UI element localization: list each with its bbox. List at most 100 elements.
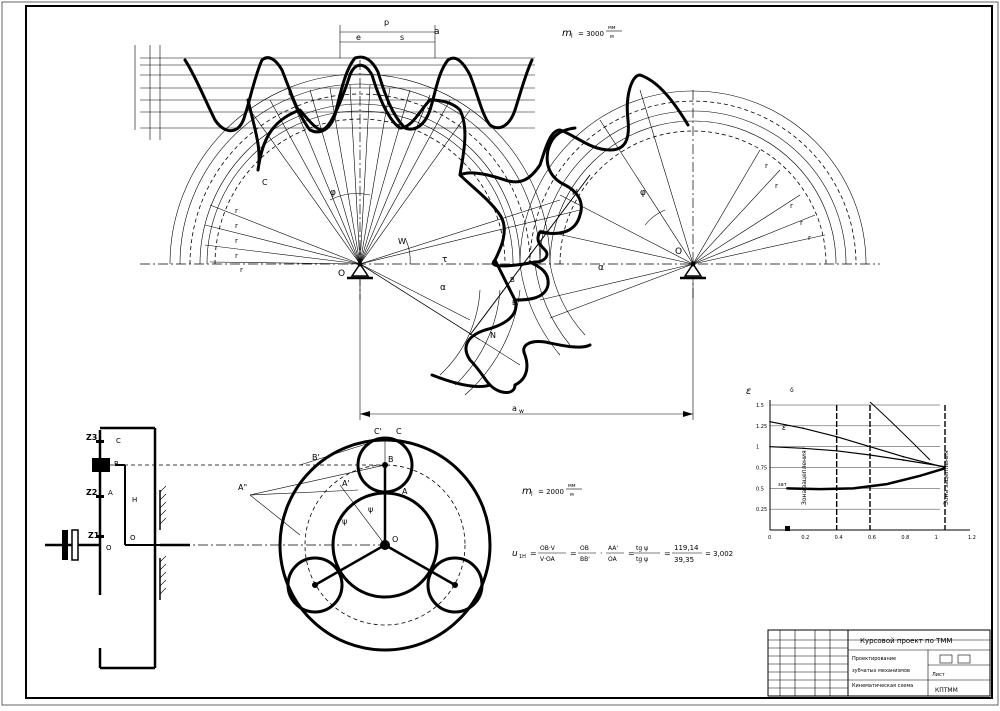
tooth-profile-2: [458, 173, 549, 268]
svg-text:Лист: Лист: [932, 672, 945, 678]
gear2-radials: [539, 89, 826, 319]
label-z2: Z2: [86, 488, 97, 497]
svg-text:= 3000: = 3000: [578, 30, 604, 38]
svg-text:B: B: [114, 460, 119, 468]
chart-series-line: [769, 446, 946, 468]
gear2-arc-5: [559, 130, 827, 265]
chart-decay-curve: [869, 401, 931, 461]
planetary-velocity-diagram: C' C B' B A' A A" O ψ ψ m l = 2000 мм м …: [238, 427, 733, 652]
chart-x-tick: 0.6: [868, 535, 876, 541]
chart-x-tick: 0.2: [801, 535, 809, 541]
svg-text:·: ·: [600, 549, 603, 558]
svg-text:r: r: [808, 234, 811, 242]
gear2-arc-4: [519, 90, 867, 265]
label-aw: a: [512, 404, 517, 413]
gear1-arc-1: [169, 73, 551, 265]
chart-y-tick: 0.75: [756, 466, 767, 472]
chart-point: [852, 487, 855, 490]
chart-x-tick: 0.8: [901, 535, 909, 541]
svg-text:A: A: [402, 487, 408, 496]
svg-text:l: l: [571, 33, 573, 40]
svg-text:r: r: [235, 252, 238, 260]
chart-point: [802, 427, 805, 430]
label-phi-b: φ: [640, 188, 646, 198]
gear2-arc-3: [529, 100, 857, 265]
chart-point: [944, 467, 946, 470]
label-w: W: [398, 237, 406, 246]
svg-text:B: B: [512, 299, 517, 307]
svg-text:C: C: [116, 437, 121, 445]
label-z3: Z3: [86, 433, 97, 442]
planet-3: [426, 556, 484, 614]
svg-text:B: B: [288, 89, 293, 97]
svg-text:C: C: [396, 427, 402, 436]
chart-side-label-left: Зона зацепления: [801, 450, 808, 505]
svg-text:H: H: [132, 496, 137, 504]
inner-frame: [25, 5, 993, 699]
svg-text:OB·V: OB·V: [540, 545, 556, 552]
svg-text:зaт: зaт: [778, 482, 787, 488]
chart-x-tick: 0: [768, 535, 771, 541]
label-o2: O: [675, 247, 682, 257]
svg-text:r: r: [235, 222, 238, 230]
svg-text:м: м: [570, 492, 574, 498]
label-z1: Z1: [88, 531, 100, 540]
label-o1: O: [338, 269, 345, 279]
rack-teeth: [183, 55, 534, 134]
svg-text:u: u: [512, 549, 518, 559]
svg-text:Проектирование: Проектирование: [852, 656, 896, 662]
svg-text:= 2000: = 2000: [538, 488, 564, 496]
svg-text:B': B': [312, 453, 320, 462]
svg-text:Кинематическая схема: Кинематическая схема: [852, 683, 913, 689]
svg-text:1H: 1H: [519, 554, 526, 560]
chart-ylabel-extra: δ: [790, 387, 794, 394]
tooth-profile-4: [538, 126, 583, 235]
svg-text:OB: OB: [580, 545, 589, 552]
chart-point: [885, 483, 888, 485]
svg-text:AA': AA': [608, 545, 618, 552]
svg-text:BB': BB': [580, 556, 590, 563]
tooth-profile-1: [246, 63, 690, 184]
label-e: e: [356, 33, 361, 42]
label-n2: N: [572, 188, 578, 197]
tooth-profile-5: [513, 260, 550, 302]
chart-point: [785, 487, 788, 490]
label-tau: τ: [442, 255, 447, 265]
chart-point: [902, 455, 905, 458]
line-of-action: [469, 174, 591, 336]
svg-text:B: B: [510, 276, 515, 284]
chart-y-tick: 0.25: [756, 507, 767, 513]
rack-lines: [134, 25, 535, 140]
gear2-arc-2: [539, 110, 847, 265]
svg-text:мм: мм: [608, 25, 616, 31]
svg-text:=: =: [530, 549, 537, 558]
chart-series-line: [769, 421, 946, 469]
gear1-arc-5: [206, 110, 514, 265]
chart-point: [869, 454, 871, 456]
svg-text:w: w: [519, 408, 524, 415]
svg-text:tg ψ: tg ψ: [636, 556, 648, 563]
chart-point: [869, 445, 871, 448]
pivot-o2: [680, 261, 706, 280]
label-p: p: [384, 18, 389, 27]
svg-text:m: m: [522, 486, 532, 497]
chart-point: [802, 447, 805, 450]
svg-text:r: r: [790, 202, 793, 210]
chart-y-tick: 1.5: [756, 403, 764, 409]
svg-text:A": A": [238, 483, 247, 492]
chart-point: [919, 475, 921, 477]
svg-text:B: B: [388, 455, 394, 464]
svg-text:=: =: [664, 549, 671, 558]
svg-text:l: l: [531, 491, 533, 498]
svg-text:=: =: [628, 549, 635, 558]
gear1-arc-3: [189, 93, 531, 265]
chart-side-label-right: Зона зацепления: [943, 450, 950, 505]
tooth-profile-3: [464, 258, 518, 394]
svg-text:=: =: [570, 549, 577, 558]
pivot-o1: [347, 261, 373, 280]
svg-text:r: r: [800, 219, 803, 227]
svg-text:КПТММ: КПТММ: [935, 687, 958, 694]
